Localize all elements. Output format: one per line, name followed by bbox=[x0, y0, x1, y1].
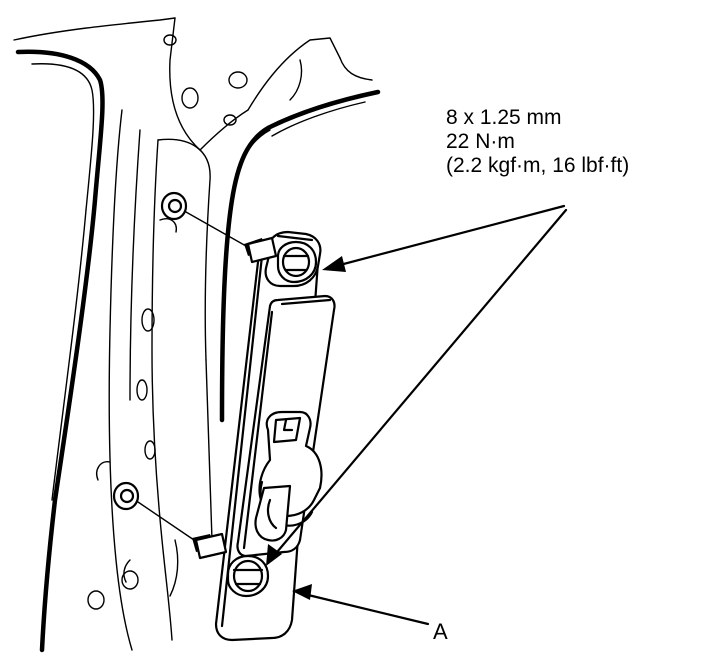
body-panel bbox=[13, 17, 381, 653]
bolt-icon bbox=[244, 236, 318, 284]
torque-spec: 8 x 1.25 mm 22 N·m (2.2 kgf·m, 16 lbf·ft… bbox=[446, 106, 629, 178]
torque-alt: (2.2 kgf·m, 16 lbf·ft) bbox=[446, 154, 630, 177]
bolt-size: 8 x 1.25 mm bbox=[446, 106, 562, 129]
leader-arrow bbox=[292, 584, 430, 626]
bolt-icon bbox=[192, 532, 270, 598]
part-label-a: A bbox=[433, 619, 448, 644]
leader-arrow bbox=[322, 204, 566, 272]
torque-nm: 22 N·m bbox=[446, 130, 515, 153]
nut-icon bbox=[160, 191, 188, 221]
nut-icon bbox=[112, 481, 140, 511]
leader-arrow bbox=[266, 208, 568, 566]
